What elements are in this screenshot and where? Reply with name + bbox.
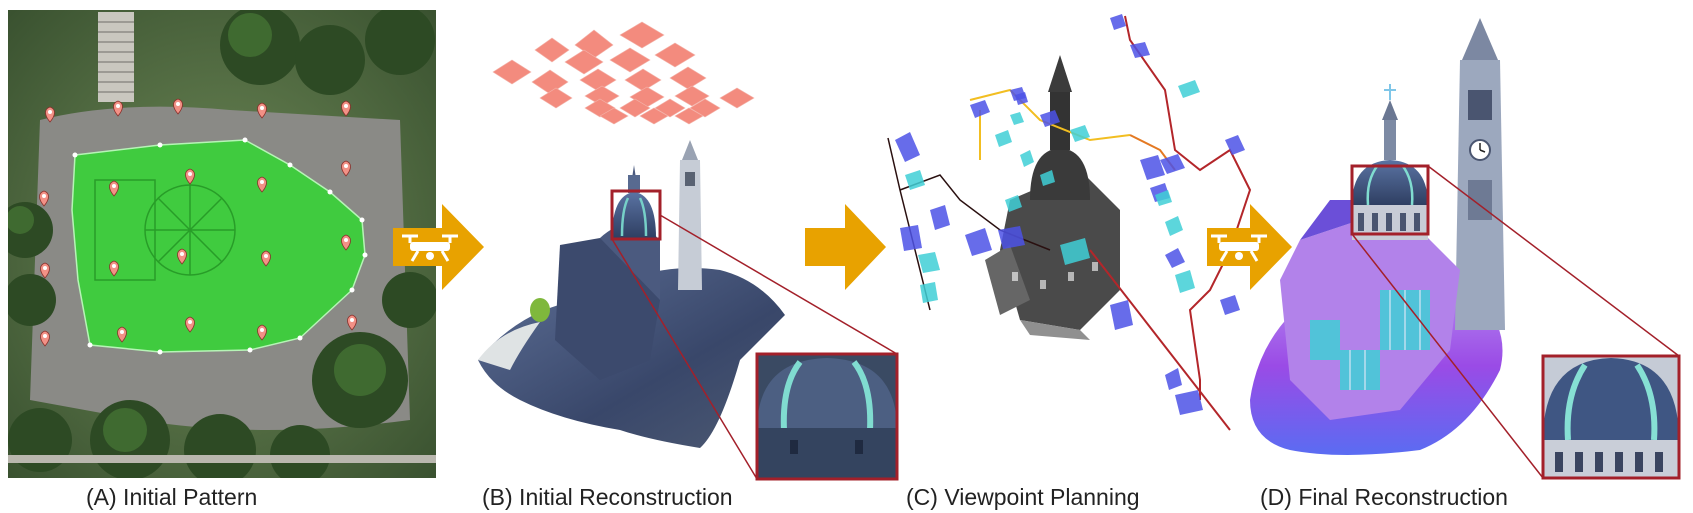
caption-panel-a: (A) Initial Pattern [86,484,258,510]
panel-c-viewpoint-planning [887,14,1252,431]
point-cloud-model [985,55,1120,340]
flight-trajectories [887,15,1252,431]
initial-camera-grid [492,21,755,125]
arrow-c-to-d [1207,204,1292,290]
panel-a-map [8,10,436,478]
caption-panel-b: (B) Initial Reconstruction [482,484,733,510]
new-viewpoints [905,80,1200,303]
arrow-b-to-c [805,204,886,290]
caption-panel-d: (D) Final Reconstruction [1260,484,1508,510]
planned-viewpoints [895,14,1245,415]
detail-zoom-inset [1541,354,1681,480]
detail-zoom-inset [755,352,899,481]
panel-d-final-reconstruction [1250,18,1681,480]
arrow-a-to-b [393,204,484,290]
detail-highlight-box [1350,164,1430,236]
panel-b-reconstruction [478,21,899,481]
caption-panel-c: (C) Viewpoint Planning [906,484,1140,510]
